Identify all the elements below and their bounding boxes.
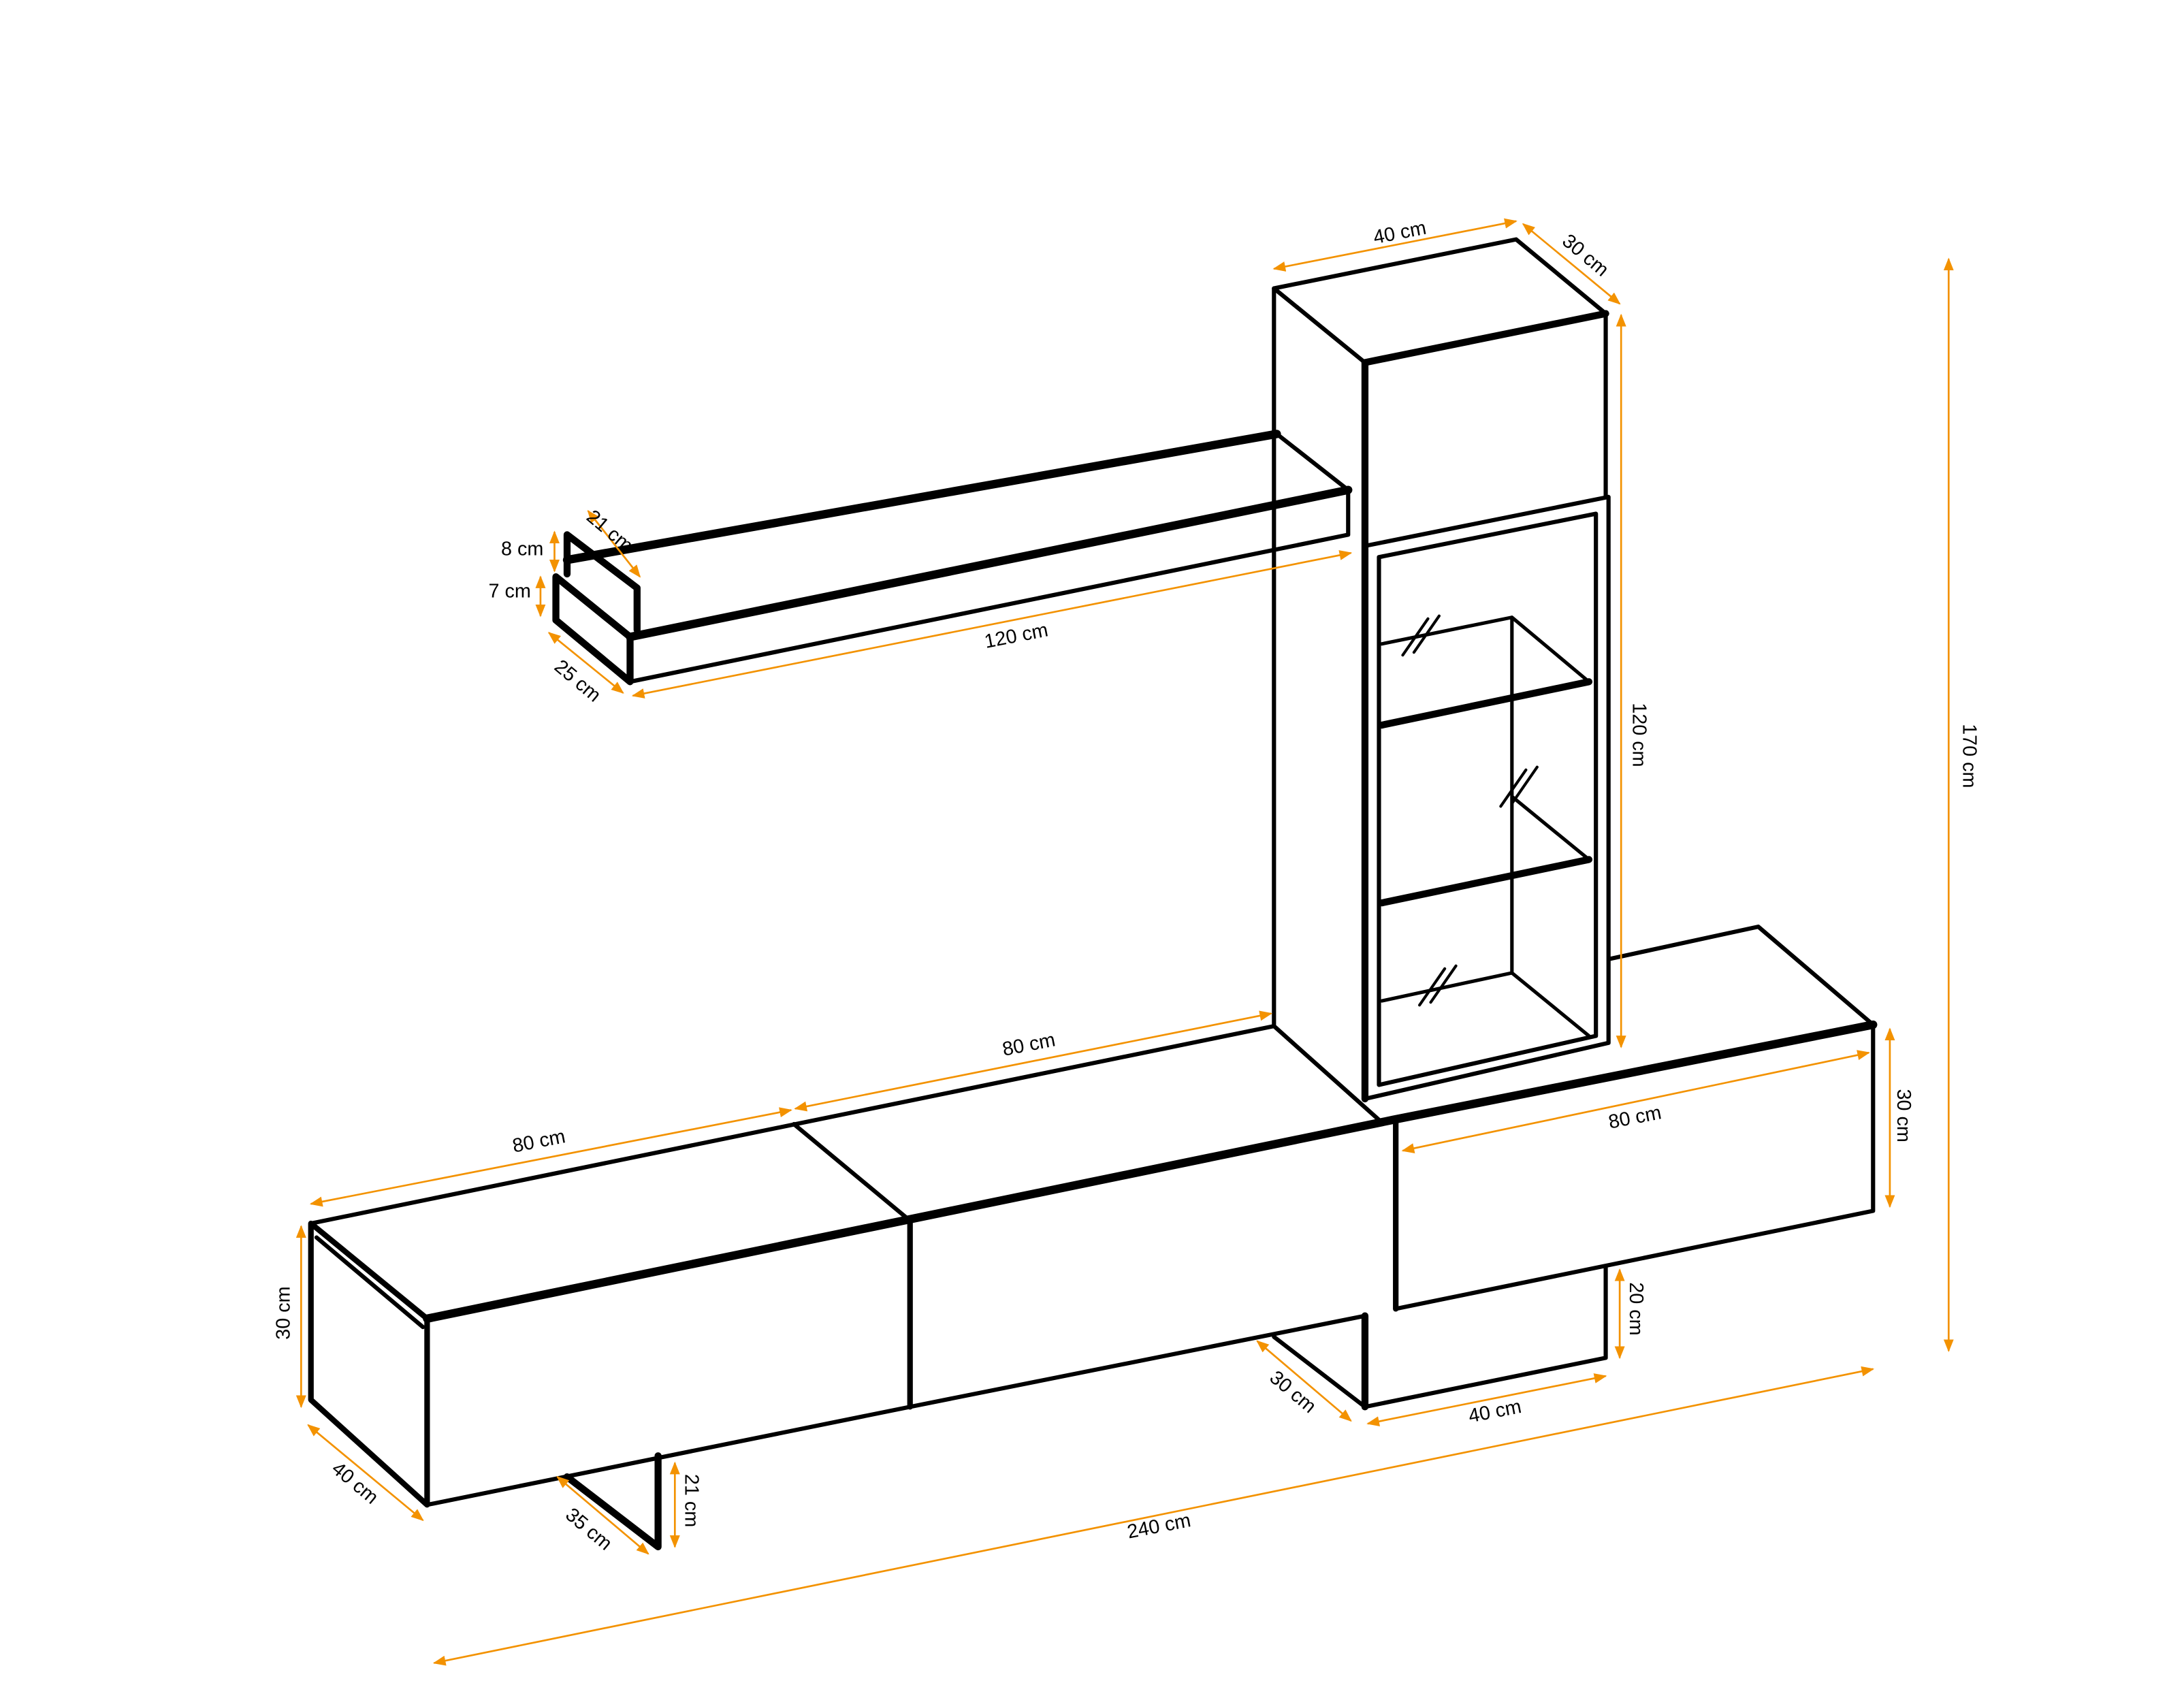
label-leg-height: 21 cm xyxy=(680,1474,702,1527)
lower-units xyxy=(308,925,1878,1551)
tall-glass-cabinet xyxy=(1272,237,1611,1122)
label-right-base-height: 20 cm xyxy=(1625,1282,1647,1335)
label-right-base-depth: 30 cm xyxy=(1266,1366,1321,1417)
label-right-unit-height: 30 cm xyxy=(1893,1089,1914,1142)
dimension-lines xyxy=(295,218,1954,1666)
label-cabinet-height: 120 cm xyxy=(1628,703,1650,767)
dimension-labels: 40 cm 30 cm 120 cm 170 cm 8 cm 7 cm 21 c… xyxy=(272,217,1980,1555)
label-shelf-depth: 25 cm xyxy=(550,656,605,707)
label-shelf-height: 7 cm xyxy=(489,580,531,602)
label-left-unit-depth: 40 cm xyxy=(327,1458,383,1509)
label-total-width: 240 cm xyxy=(1125,1509,1193,1543)
label-total-height: 170 cm xyxy=(1958,724,1980,788)
label-right-base-width: 40 cm xyxy=(1466,1396,1523,1427)
label-middle-unit-width: 80 cm xyxy=(1001,1029,1057,1060)
label-left-unit-width: 80 cm xyxy=(511,1125,567,1157)
label-cabinet-width: 40 cm xyxy=(1372,217,1428,249)
label-shelf-upright-height: 8 cm xyxy=(501,539,543,560)
wall-shelf xyxy=(552,430,1353,686)
glass-hatch-icon xyxy=(1401,614,1539,1007)
label-left-unit-height: 30 cm xyxy=(272,1286,294,1339)
label-cabinet-depth: 30 cm xyxy=(1558,230,1613,281)
